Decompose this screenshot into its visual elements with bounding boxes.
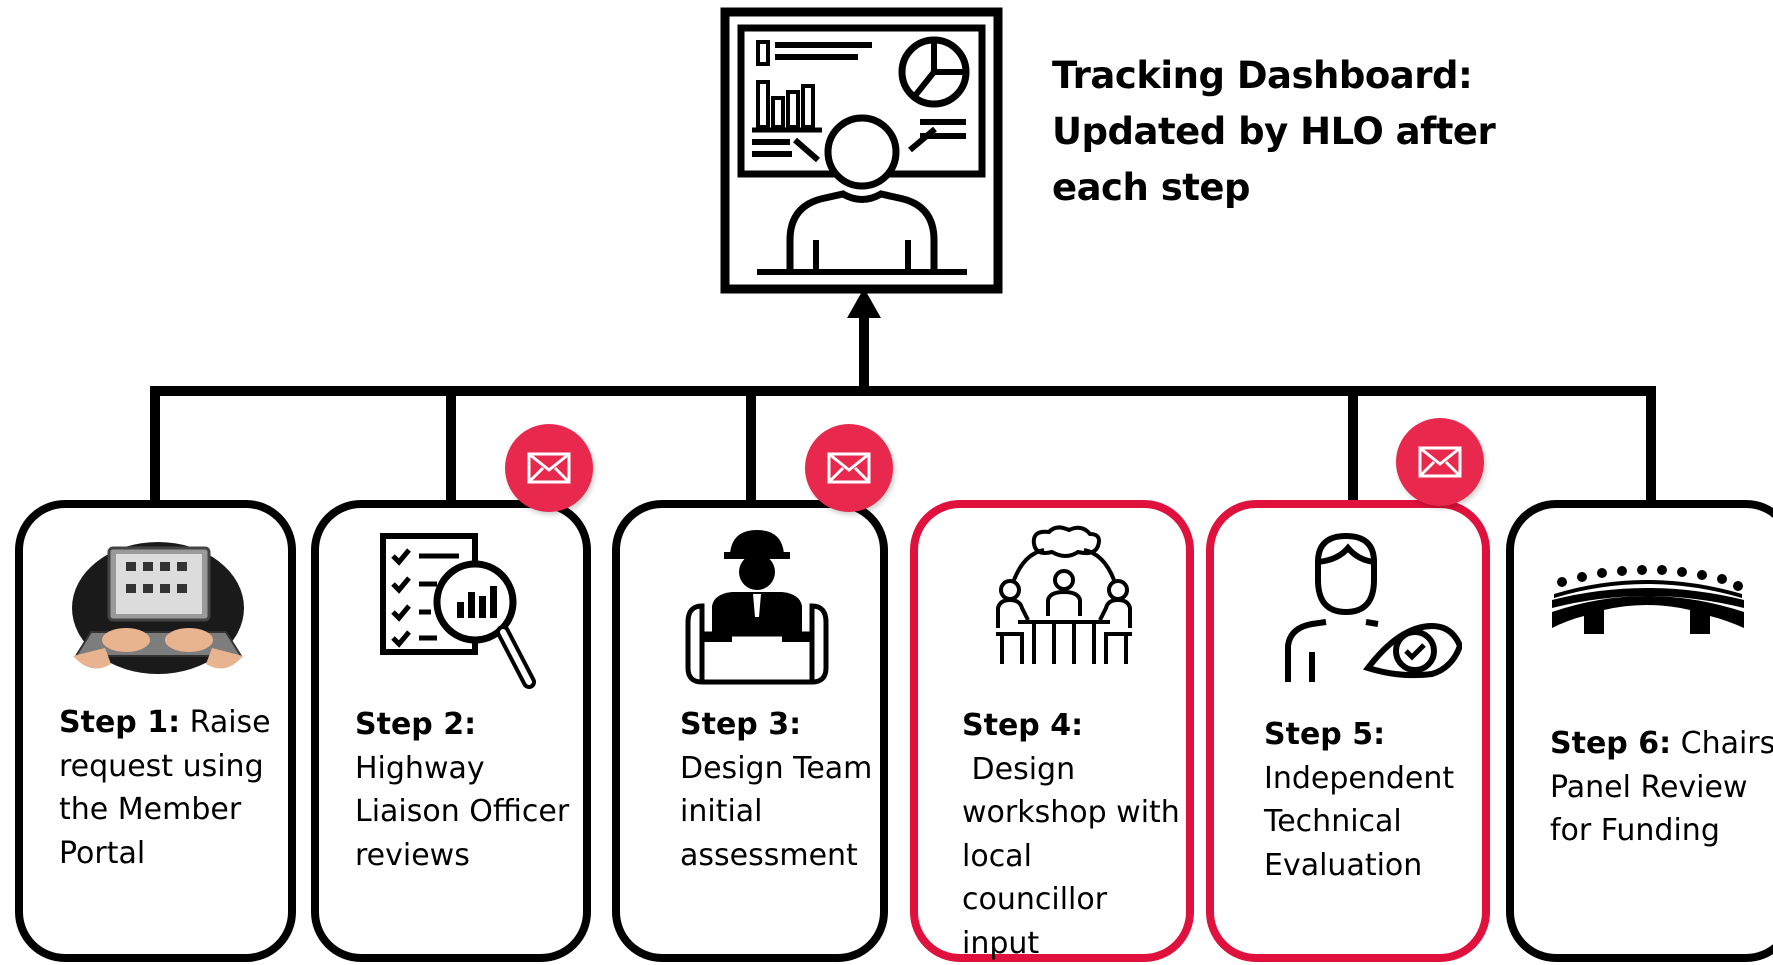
step-line: Raise: [180, 705, 271, 740]
mail-icon: [1396, 418, 1484, 506]
dashboard-title: Tracking Dashboard: Updated by HLO after…: [1052, 48, 1572, 216]
envelope-glyph: [527, 452, 571, 484]
step-line: Portal: [59, 835, 146, 871]
step-line: the Member: [59, 792, 242, 827]
step-line: Evaluation: [1264, 847, 1423, 883]
dashboard-title-line: each step: [1052, 166, 1251, 209]
step-line: for Funding: [1550, 813, 1720, 848]
step-text: Step 4: Design workshop with local counc…: [962, 704, 1186, 965]
step-line: Independent: [1264, 760, 1455, 796]
step-card-6: Step 6: Chairs Panel Review for Funding: [1506, 500, 1773, 962]
step-line: Liaison Officer: [355, 794, 570, 829]
step-line: initial: [680, 794, 763, 829]
arrow-up-icon: [847, 288, 881, 318]
step-label: Step 4:: [962, 708, 1084, 743]
laptop-typing-icon: [72, 542, 244, 674]
step-card-4: Step 4: Design workshop with local counc…: [910, 500, 1194, 962]
envelope-glyph: [827, 452, 871, 484]
step-label: Step 1:: [59, 705, 181, 740]
step-line: workshop with: [962, 795, 1180, 830]
person-eye-icon: [1285, 532, 1462, 682]
step-card-5: Step 5: Independent Technical Evaluation: [1206, 500, 1490, 962]
engineer-blueprint-icon: [685, 530, 829, 685]
step-label: Step 6:: [1550, 726, 1672, 761]
step-line: Highway: [355, 750, 485, 786]
step-card-1: Step 1: Raise request using the Member P…: [15, 500, 296, 962]
step-text: Step 3: Design Team initial assessment: [680, 703, 872, 877]
step-label: Step 2:: [355, 707, 477, 742]
dashboard-title-line: Tracking Dashboard:: [1052, 54, 1473, 97]
step-text: Step 2: Highway Liaison Officer reviews: [355, 703, 569, 877]
step-line: Design: [962, 751, 1076, 787]
step-label: Step 3:: [680, 707, 802, 742]
connector-lines: [150, 318, 1656, 506]
dashboard-title-line: Updated by HLO after: [1052, 110, 1496, 153]
step-card-2: Step 2: Highway Liaison Officer reviews: [311, 500, 591, 962]
step-label: Step 5:: [1264, 717, 1386, 752]
workshop-table-icon: [996, 525, 1132, 664]
step-line: input: [962, 925, 1040, 961]
panel-chamber-icon: [1552, 565, 1744, 634]
step-line: Technical: [1264, 804, 1402, 839]
step-text: Step 6: Chairs Panel Review for Funding: [1550, 722, 1773, 853]
step-text: Step 1: Raise request using the Member P…: [59, 701, 271, 875]
step-text: Step 5: Independent Technical Evaluation: [1264, 713, 1454, 887]
step-line: Panel Review: [1550, 769, 1748, 805]
step-card-3: Step 3: Design Team initial assessment: [612, 500, 888, 962]
step-line: assessment: [680, 837, 858, 873]
step-line: reviews: [355, 837, 470, 873]
step-line: Chairs: [1671, 726, 1773, 761]
mail-icon: [805, 424, 893, 512]
dashboard-monitor-icon: [720, 7, 1003, 294]
checklist-magnifier-icon: [380, 533, 536, 689]
step-line: request using: [59, 748, 264, 784]
step-line: local councillor: [962, 838, 1108, 918]
mail-icon: [505, 424, 593, 512]
step-line: Design Team: [680, 750, 873, 786]
envelope-glyph: [1418, 446, 1462, 478]
